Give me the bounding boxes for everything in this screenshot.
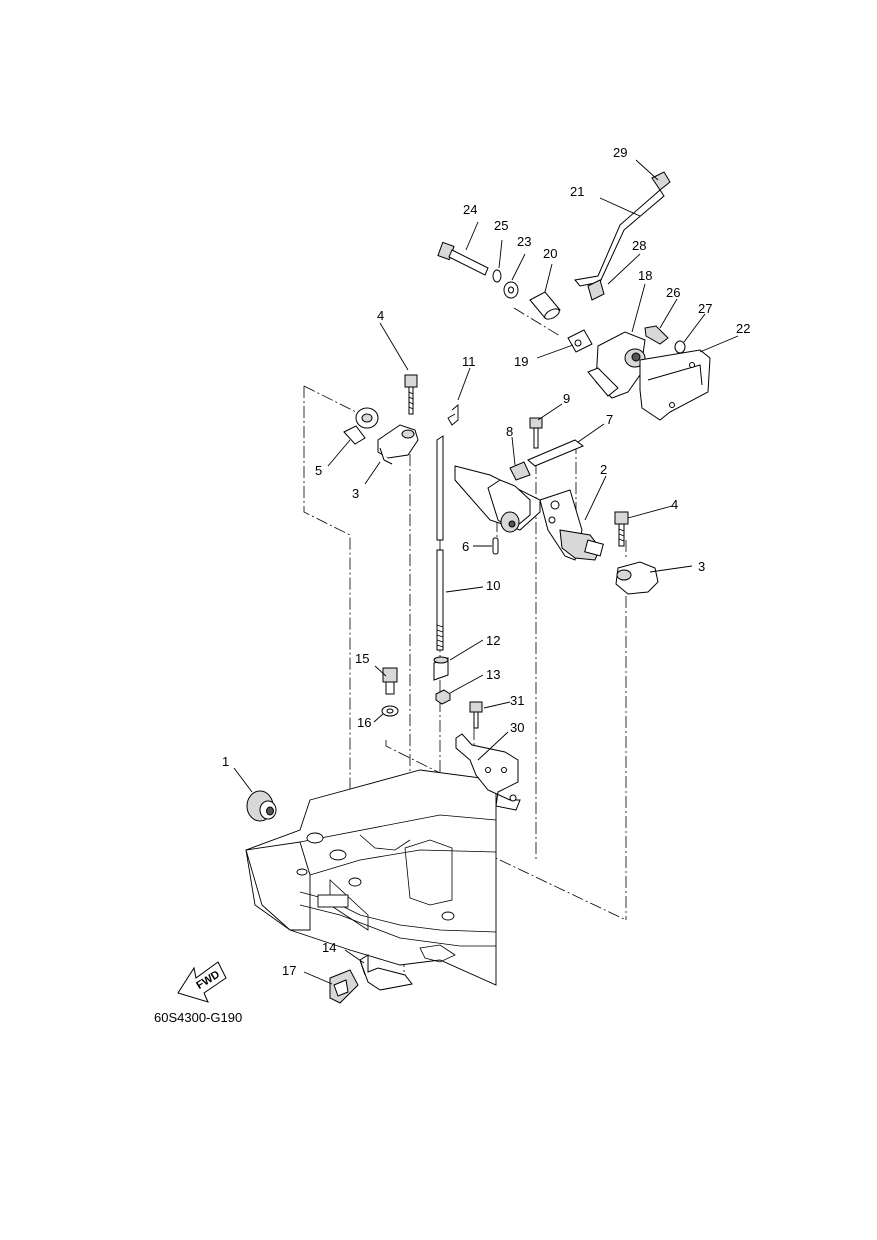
callout-7: 7	[606, 412, 613, 427]
callout-3: 3	[352, 486, 359, 501]
callout-labels: 1 2 3 3 4 4 5 6 7 8 9 10 11 12 13 14 15 …	[222, 145, 750, 978]
callout-21: 21	[570, 184, 584, 199]
diagram-code: 60S4300-G190	[154, 1010, 242, 1025]
callout-4-right: 4	[671, 497, 678, 512]
clip-part-8	[509, 461, 531, 481]
collar-part-3-left	[377, 424, 419, 465]
callout-18: 18	[638, 268, 652, 283]
callout-6: 6	[462, 539, 469, 554]
callout-20: 20	[543, 246, 557, 261]
pin-part-6	[492, 537, 499, 555]
callout-16: 16	[357, 715, 371, 730]
callout-17: 17	[282, 963, 296, 978]
washer-part-23	[503, 281, 519, 299]
callout-19: 19	[514, 354, 528, 369]
callout-26: 26	[666, 285, 680, 300]
callout-13: 13	[486, 667, 500, 682]
callout-29: 29	[613, 145, 627, 160]
callout-9: 9	[563, 391, 570, 406]
screw-part-31	[469, 701, 483, 729]
callout-15: 15	[355, 651, 369, 666]
callout-23: 23	[517, 234, 531, 249]
callout-10: 10	[486, 578, 500, 593]
collar-part-3-right	[615, 561, 659, 595]
fwd-arrow-icon: FWD	[177, 961, 227, 1003]
rod-part-10	[436, 435, 444, 651]
grommet-part-1	[246, 790, 277, 822]
callout-24: 24	[463, 202, 477, 217]
clip-part-11	[447, 404, 459, 426]
shift-lever-part-2	[454, 465, 604, 561]
sleeve-part-20	[529, 291, 561, 320]
washer-part-27	[674, 340, 686, 354]
callout-31: 31	[510, 693, 524, 708]
callout-22: 22	[736, 321, 750, 336]
bolt-part-4-right	[614, 511, 629, 547]
cap-part-29	[651, 171, 671, 191]
callout-28: 28	[632, 238, 646, 253]
washer-part-16	[381, 705, 399, 717]
callout-11: 11	[462, 354, 476, 369]
throttle-cam-part-18	[587, 331, 646, 399]
bracket-part-22	[639, 349, 711, 421]
plate-part-7	[527, 439, 584, 467]
callout-3-right: 3	[698, 559, 705, 574]
link-rod-part-21	[574, 189, 665, 287]
bushing-part-5	[343, 407, 379, 445]
callout-1: 1	[222, 754, 229, 769]
washer-part-25	[492, 269, 502, 283]
screw-part-26	[644, 325, 669, 345]
bolt-part-15	[382, 667, 398, 695]
bolt-part-4-top	[404, 374, 418, 415]
screw-part-9	[529, 417, 543, 449]
plate-part-30	[455, 733, 521, 811]
collar-part-19	[567, 329, 593, 353]
bottom-cowling	[245, 769, 497, 986]
callout-25: 25	[494, 218, 508, 233]
callout-2: 2	[600, 462, 607, 477]
clip-part-28	[587, 279, 605, 301]
bracket-part-14	[359, 954, 413, 991]
callout-30: 30	[510, 720, 524, 735]
callout-4: 4	[377, 308, 384, 323]
connector-part-12	[433, 656, 449, 681]
callout-14: 14	[322, 940, 336, 955]
nut-part-13	[435, 689, 451, 705]
leader-lines	[233, 159, 739, 985]
callout-12: 12	[486, 633, 500, 648]
callout-27: 27	[698, 301, 712, 316]
bolt-part-24	[437, 241, 489, 276]
holder-part-17	[329, 969, 359, 1004]
callout-5: 5	[315, 463, 322, 478]
callout-8: 8	[506, 424, 513, 439]
